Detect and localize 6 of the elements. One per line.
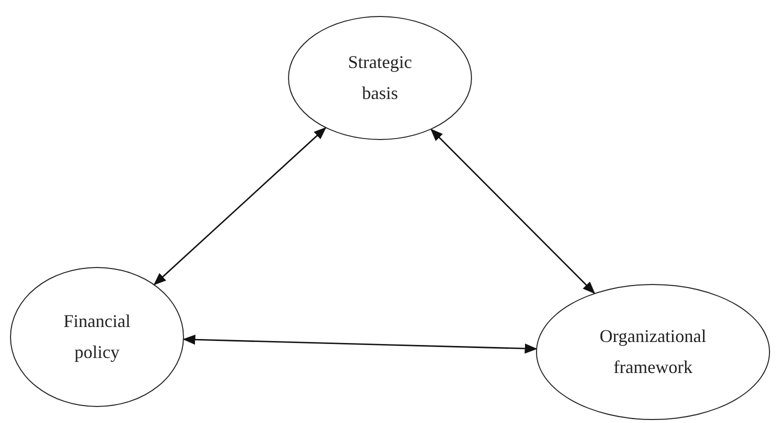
node-label: Strategic basis <box>347 51 413 105</box>
double-arrow <box>182 334 538 354</box>
double-arrow <box>154 127 326 286</box>
node-label: Organizational framework <box>598 325 708 379</box>
node-label: Financial policy <box>62 310 132 364</box>
double-arrow <box>430 128 596 294</box>
